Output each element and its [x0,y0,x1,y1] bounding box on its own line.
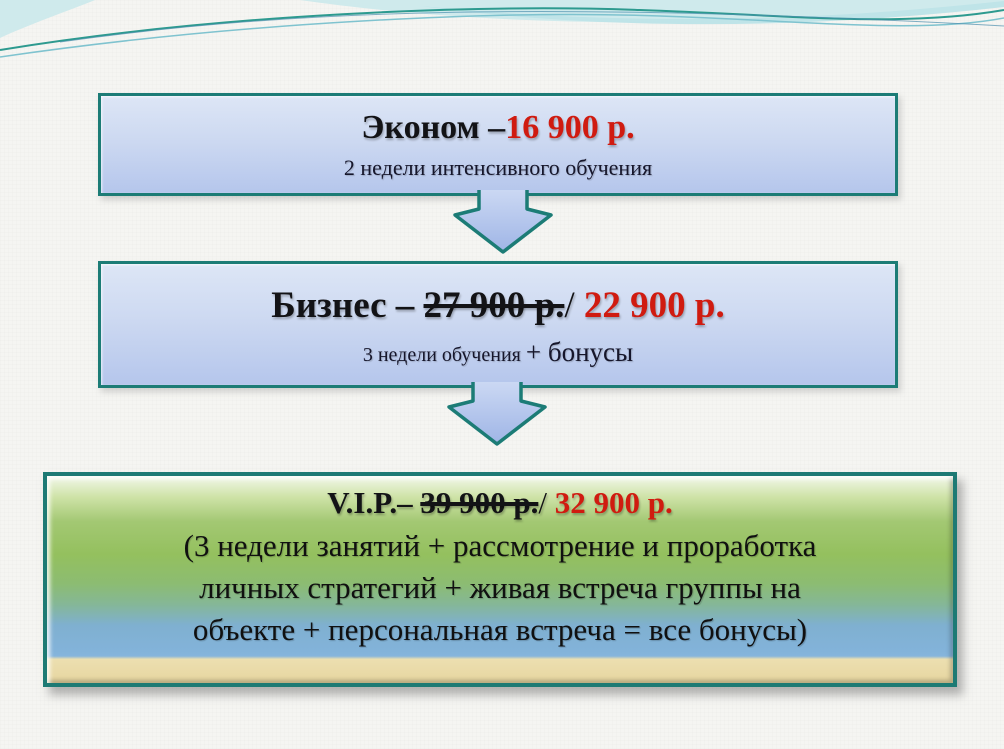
business-name-label: Бизнес – [271,285,424,326]
econom-title: Эконом –16 900 р. [101,108,895,149]
down-arrow-icon-2 [447,382,547,446]
business-price-slash: / [564,285,575,326]
econom-subtitle: 2 недели интенсивного обучения [343,154,653,180]
vip-name-label: V.I.P.– [327,485,421,520]
business-title: Бизнес – 27 900 р./ 22 900 р. [101,284,895,328]
down-arrow-icon-1 [453,190,553,254]
econom-current-price: 16 900 р. [505,109,635,146]
vip-price-slash: / [538,485,547,520]
econom-name-label: Эконом – [361,109,506,146]
vip-description: (3 недели занятий + рассмотрение и прора… [47,525,953,651]
vip-current-price: 32 900 р. [546,485,673,520]
business-subtitle: 3 недели обучения + бонусы [101,336,895,368]
vip-title: V.I.P.– 39 900 р./ 32 900 р. [47,484,953,521]
business-subtitle-emphasis: + бонусы [525,337,634,368]
business-current-price: 22 900 р. [574,285,725,326]
tier-box-econom: Эконом –16 900 р. 2 недели интенсивного … [98,93,898,196]
vip-body-line-1: (3 недели занятий + рассмотрение и прора… [183,528,817,564]
top-wave-decoration [0,0,1004,58]
vip-body-line-3: объекте + персональная встреча = все бон… [192,612,808,648]
business-subtitle-prefix: 3 недели обучения [362,344,526,367]
vip-body-line-2: личных стратегий + живая встреча группы … [199,570,801,606]
vip-old-price: 39 900 р. [420,485,539,520]
tier-box-business: Бизнес – 27 900 р./ 22 900 р. 3 недели о… [98,261,898,388]
tier-box-vip: V.I.P.– 39 900 р./ 32 900 р. (3 недели з… [43,472,957,687]
business-old-price: 27 900 р. [423,285,565,326]
